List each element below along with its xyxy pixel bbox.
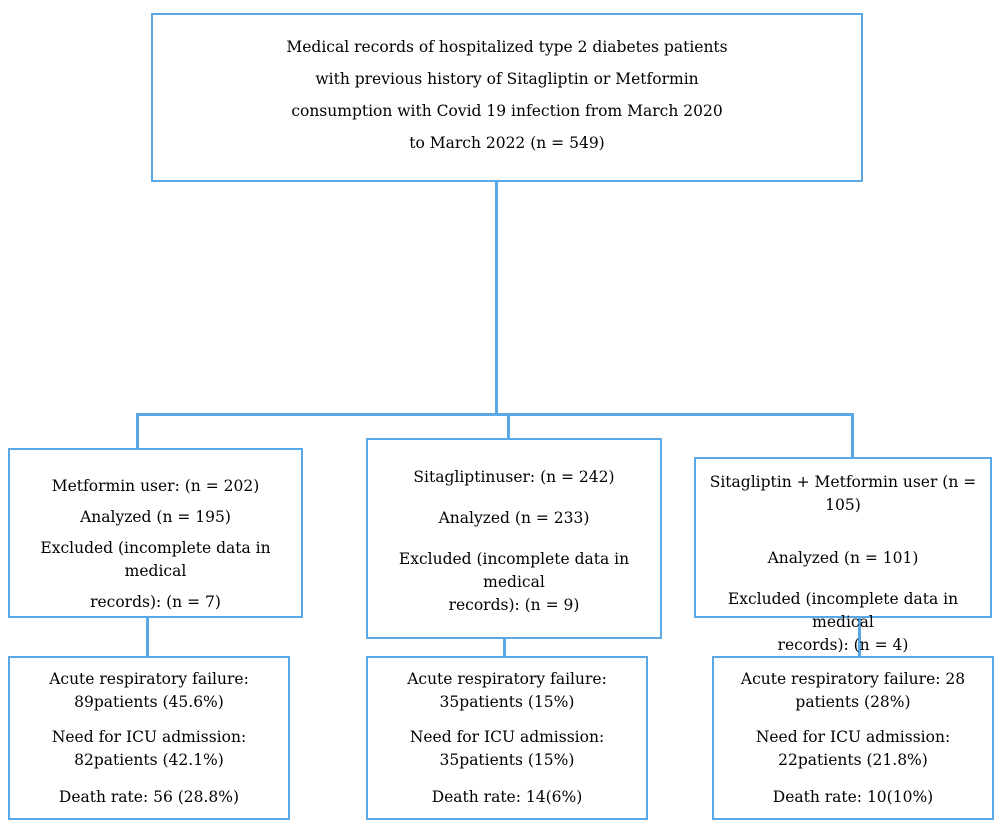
group-analyzed: Analyzed (n = 233) <box>438 509 590 527</box>
population-line-1: Medical records of hospitalized type 2 d… <box>286 38 728 56</box>
outcome-icu-line-1: Need for ICU admission: <box>755 728 951 746</box>
outcome-arf-line-1: Acute respiratory failure: 28 <box>740 670 966 688</box>
group-excluded-line-2: records): (n = 4) <box>777 636 909 654</box>
outcome-arf-line-1: Acute respiratory failure: <box>49 670 249 688</box>
connector-combined-outcomes <box>858 618 861 656</box>
outcome-icu-line-2: 82patients (42.1%) <box>74 751 224 769</box>
outcome-arf-line-2: 89patients (45.6%) <box>74 693 224 711</box>
sitagliptin-group-box: Sitagliptinuser: (n = 242) Analyzed (n =… <box>366 438 662 639</box>
study-population-box: Medical records of hospitalized type 2 d… <box>151 13 863 182</box>
connector-horizontal <box>136 413 854 416</box>
outcome-arf-line-2: 35patients (15%) <box>439 693 575 711</box>
group-excluded-line-1: Excluded (incomplete data in medical <box>727 590 959 631</box>
group-analyzed: Analyzed (n = 195) <box>80 508 231 526</box>
outcome-death: Death rate: 56 (28.8%) <box>58 788 240 806</box>
outcome-death: Death rate: 14(6%) <box>431 788 583 806</box>
outcome-icu-line-1: Need for ICU admission: <box>409 728 605 746</box>
outcome-arf-line-2: patients (28%) <box>795 693 911 711</box>
outcome-arf-line-1: Acute respiratory failure: <box>407 670 607 688</box>
outcome-icu-line-1: Need for ICU admission: <box>51 728 247 746</box>
outcome-icu-line-2: 35patients (15%) <box>439 751 575 769</box>
combined-group-box: Sitagliptin + Metformin user (n = 105) A… <box>694 457 992 654</box>
connector-drop-sitagliptin <box>507 413 510 438</box>
population-line-4: to March 2022 (n = 549) <box>409 134 605 152</box>
group-excluded-line-1: Excluded (incomplete data in medical <box>40 539 271 580</box>
group-title: Metformin user: (n = 202) <box>51 477 260 495</box>
connector-sitagliptin-outcomes <box>503 639 506 656</box>
connector-top-trunk <box>495 182 498 416</box>
group-excluded-line-2: records): (n = 9) <box>448 596 580 614</box>
sitagliptin-outcomes-box: Acute respiratory failure: 35patients (1… <box>366 656 648 820</box>
metformin-group-box: Metformin user: (n = 202) Analyzed (n = … <box>8 448 303 618</box>
outcome-death: Death rate: 10(10%) <box>772 788 934 806</box>
group-analyzed: Analyzed (n = 101) <box>767 549 919 567</box>
group-excluded-line-1: Excluded (incomplete data in medical <box>398 550 630 591</box>
metformin-outcomes-box: Acute respiratory failure: 89patients (4… <box>8 656 290 820</box>
combined-outcomes-box: Acute respiratory failure: 28 patients (… <box>712 656 994 820</box>
population-line-2: with previous history of Sitagliptin or … <box>315 70 699 88</box>
connector-drop-combined <box>851 413 854 457</box>
group-title: Sitagliptin + Metformin user (n = 105) <box>709 473 977 514</box>
group-excluded-line-2: records): (n = 7) <box>90 593 221 611</box>
connector-metformin-outcomes <box>146 618 149 656</box>
group-title: Sitagliptinuser: (n = 242) <box>413 468 615 486</box>
population-line-3: consumption with Covid 19 infection from… <box>291 102 723 120</box>
connector-drop-metformin <box>136 413 139 448</box>
outcome-icu-line-2: 22patients (21.8%) <box>778 751 928 769</box>
